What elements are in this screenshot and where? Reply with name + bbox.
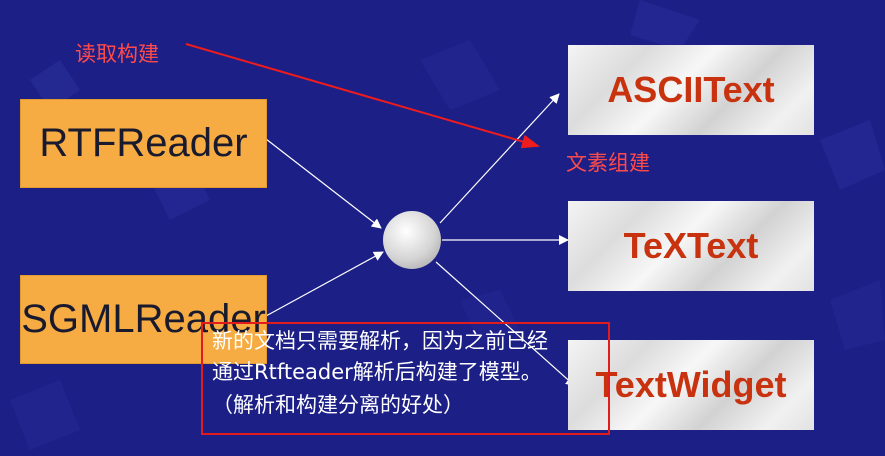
rtfreader-label: RTFReader — [39, 121, 248, 165]
note-line-3: （解析和构建分离的好处） — [212, 393, 464, 417]
textwidget-label: TextWidget — [595, 364, 787, 405]
rtfreader-box: RTFReader — [20, 99, 267, 188]
note-line-2: 通过Rtfteader解析后构建了模型。 — [212, 360, 542, 384]
arrow-hub-to-widget — [435, 261, 576, 387]
note-line-1: 新的文档只需要解析，因为之前已经 — [212, 329, 548, 353]
arrow-rtf-to-hub — [265, 138, 382, 229]
hub-node — [383, 211, 441, 269]
textext-box: TeXText — [568, 201, 814, 291]
annotation-text-build: 文素组建 — [566, 151, 650, 175]
sgmlreader-box: SGMLReader — [20, 275, 267, 364]
asciitext-label: ASCIIText — [607, 69, 775, 110]
arrow-sgml-to-hub — [265, 251, 384, 317]
asciitext-box: ASCIIText — [568, 45, 814, 135]
sgmlreader-label: SGMLReader — [21, 297, 266, 341]
annotation-read-build: 读取构建 — [75, 42, 159, 66]
arrow-hub-to-ascii — [439, 93, 560, 224]
red-annotation-arrow — [185, 43, 540, 149]
note-callout — [201, 322, 610, 435]
textext-label: TeXText — [623, 225, 759, 266]
